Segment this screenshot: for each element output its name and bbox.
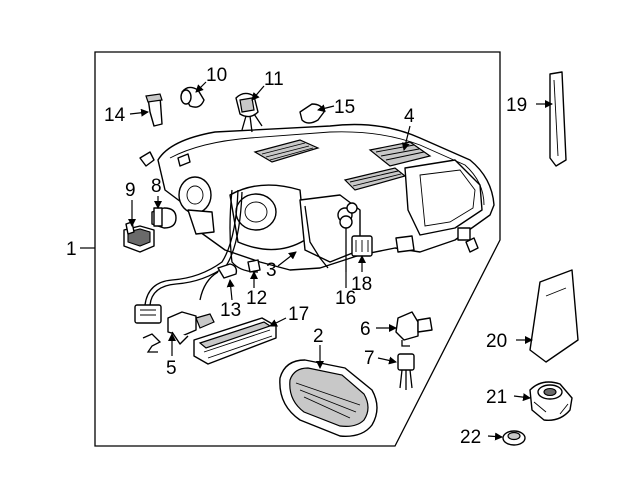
small-clip-left	[139, 151, 155, 167]
actuator-18	[351, 235, 373, 257]
callout-20: 20	[486, 331, 507, 352]
insulator-pad-20	[529, 269, 579, 363]
callout-18: 18	[351, 274, 372, 295]
assembly-boundary-frame	[94, 51, 501, 447]
grommet-22	[502, 430, 526, 446]
bulb-10	[180, 86, 205, 108]
trim-strip-19	[549, 71, 567, 167]
clip-14	[145, 93, 163, 127]
callout-2: 2	[313, 326, 324, 347]
socket-9	[123, 221, 155, 253]
callout-4: 4	[404, 106, 415, 127]
socket-11	[235, 92, 263, 133]
bulb-8	[151, 207, 177, 229]
callout-15: 15	[334, 97, 355, 118]
callout-7: 7	[364, 348, 375, 369]
bulb-13	[199, 263, 238, 301]
callout-12: 12	[246, 288, 267, 309]
lens-strip-17	[193, 317, 277, 365]
leader-lines	[80, 81, 553, 441]
callout-3: 3	[266, 260, 277, 281]
spring-clip	[142, 333, 162, 353]
callout-1: 1	[66, 239, 77, 260]
harness-connector	[134, 304, 162, 324]
callout-11: 11	[264, 69, 284, 90]
small-clip-right	[465, 237, 479, 253]
dust-cap-21	[529, 381, 573, 421]
socket-6	[395, 311, 433, 347]
bulb-12	[247, 259, 261, 273]
cover-seal-2	[279, 359, 378, 437]
callout-6: 6	[360, 319, 371, 340]
callout-16: 16	[335, 288, 356, 309]
callout-22: 22	[460, 427, 481, 448]
callout-17: 17	[288, 304, 309, 325]
callout-9: 9	[125, 180, 136, 201]
wiring-harness	[144, 189, 239, 306]
connector-15	[299, 103, 325, 124]
bulb-5	[167, 311, 215, 345]
callout-13: 13	[220, 300, 241, 321]
mount-tab	[177, 153, 191, 167]
callout-19: 19	[506, 95, 527, 116]
callout-14: 14	[104, 105, 126, 126]
callout-5: 5	[166, 358, 177, 379]
adjuster-16	[339, 215, 353, 272]
callout-8: 8	[151, 176, 162, 197]
callout-labels: 1 2 3 4 5 6 7 8 9 10 11 12 13 14 15 16 1…	[66, 65, 527, 448]
callout-21: 21	[486, 387, 507, 408]
callout-10: 10	[206, 65, 227, 86]
socket-7	[397, 353, 415, 390]
headlamp-housing	[157, 123, 495, 273]
